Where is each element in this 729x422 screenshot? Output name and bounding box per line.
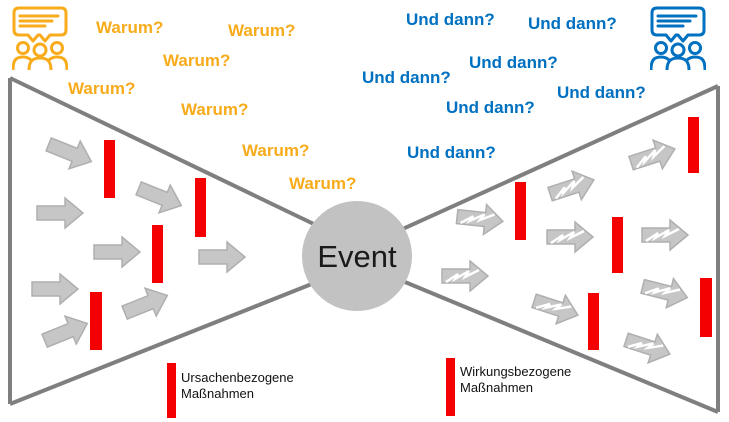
effect-arrow bbox=[454, 200, 506, 238]
effect-question-label: Und dann? bbox=[557, 83, 646, 102]
effect-question-label: Und dann? bbox=[469, 53, 558, 72]
cause-question-label: Warum? bbox=[68, 79, 136, 98]
funnel-outline-left-top bbox=[9, 76, 373, 254]
barrier-bar bbox=[152, 225, 163, 283]
effect-arrows bbox=[440, 133, 693, 370]
cause-arrow bbox=[42, 129, 98, 177]
effect-arrow bbox=[625, 133, 681, 179]
effect-arrow bbox=[440, 259, 490, 293]
cause-question-label: Warum? bbox=[163, 51, 231, 70]
cause-legend-barrier-swatch bbox=[167, 363, 176, 418]
effect-question-label: Und dann? bbox=[528, 14, 617, 33]
cause-legend: Ursachenbezogene Maßnahmen bbox=[167, 363, 303, 418]
cause-question-label: Warum? bbox=[289, 174, 357, 193]
discussion-group-icon bbox=[650, 6, 706, 70]
barrier-bars bbox=[90, 117, 712, 350]
cause-question-label: Warum? bbox=[181, 100, 249, 119]
barrier-bar bbox=[515, 182, 526, 240]
barrier-bar bbox=[700, 278, 712, 337]
barrier-bar bbox=[195, 178, 206, 237]
effect-question-label: Und dann? bbox=[446, 98, 535, 117]
barrier-bar bbox=[90, 292, 102, 350]
barrier-bar bbox=[612, 217, 623, 273]
cause-arrows bbox=[31, 129, 246, 356]
funnel-outline-right-bottom bbox=[351, 258, 719, 414]
effect-legend-barrier-swatch bbox=[446, 358, 455, 416]
cause-arrow bbox=[31, 273, 79, 305]
cause-arrow bbox=[198, 241, 246, 273]
event-label: Event bbox=[317, 239, 397, 274]
effect-legend-text: Wirkungsbezogene Maßnahmen bbox=[460, 364, 572, 395]
cause-question-label: Warum? bbox=[228, 21, 296, 40]
barrier-bar bbox=[104, 140, 115, 198]
barrier-bar bbox=[688, 117, 699, 173]
effect-arrow bbox=[640, 218, 690, 252]
event-circle bbox=[302, 201, 412, 311]
cause-question-label: Warum? bbox=[242, 141, 310, 160]
effect-arrow bbox=[620, 324, 676, 370]
cause-arrow bbox=[38, 308, 94, 356]
effect-question-label: Und dann? bbox=[362, 68, 451, 87]
cause-arrow bbox=[36, 197, 84, 229]
effect-legend: Wirkungsbezogene Maßnahmen bbox=[446, 358, 582, 416]
funnel-outline-right-top bbox=[351, 84, 719, 254]
effect-arrow bbox=[637, 270, 693, 314]
cause-arrow bbox=[118, 280, 174, 328]
barrier-bar bbox=[588, 293, 599, 350]
cause-arrow bbox=[93, 236, 141, 268]
effect-question-label: Und dann? bbox=[406, 10, 495, 29]
cause-arrow bbox=[132, 173, 188, 221]
discussion-group-icon bbox=[12, 6, 68, 70]
cause-question-label: Warum? bbox=[96, 18, 164, 37]
effect-arrow bbox=[545, 220, 595, 254]
cause-legend-text: Ursachenbezogene Maßnahmen bbox=[181, 370, 294, 401]
effect-arrow bbox=[544, 164, 600, 210]
funnel-outline bbox=[8, 76, 720, 414]
effect-question-label: Und dann? bbox=[407, 143, 496, 162]
effect-arrow bbox=[528, 285, 584, 331]
